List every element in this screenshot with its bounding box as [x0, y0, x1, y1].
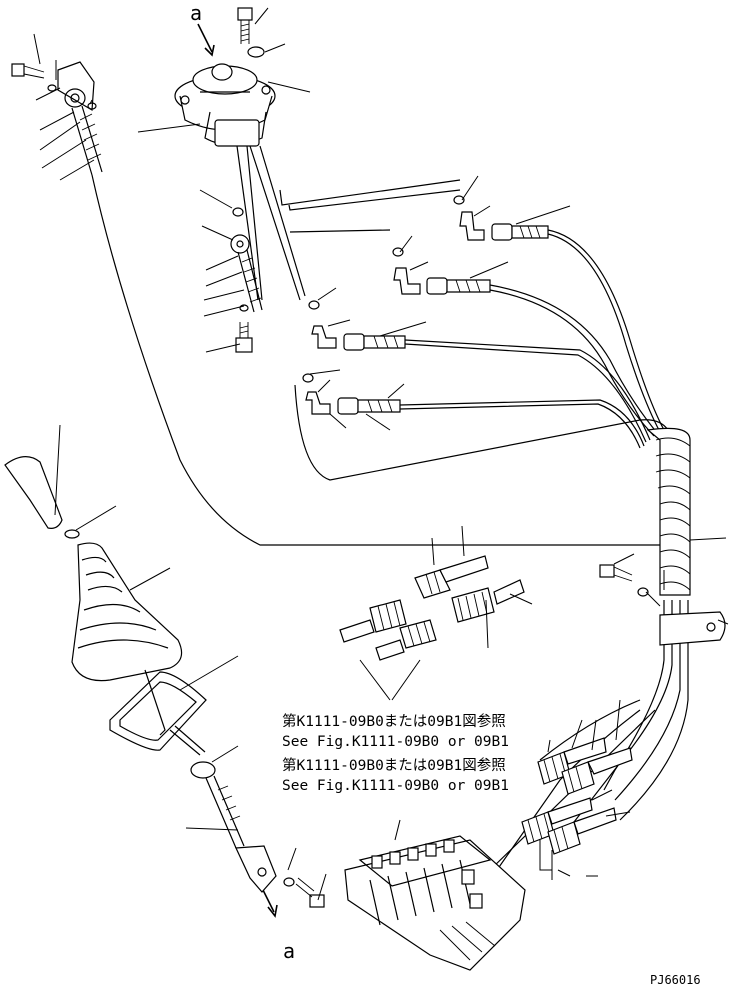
reference-note-2-en: See Fig.K1111-09B0 or 09B1: [282, 778, 509, 794]
reference-note-1-en: See Fig.K1111-09B0 or 09B1: [282, 734, 509, 750]
lever-boot: [71, 542, 183, 682]
reference-bracket: [539, 840, 553, 880]
center-rod-assembly: [230, 207, 263, 353]
marker-a-top: a: [190, 1, 202, 25]
reference-note-2-jp: 第K1111-09B0または09B1図参照: [282, 756, 506, 774]
reference-note-1: 第K1111-09B0または09B1図参照 See Fig.K1111-09B0…: [282, 712, 509, 750]
leader-lines: [33, 7, 729, 901]
reference-note-1-jp: 第K1111-09B0または09B1図参照: [282, 712, 506, 730]
hoses: [91, 174, 689, 881]
quick-couplers-lower: [521, 737, 633, 855]
marker-a-top-arrow: [197, 23, 215, 57]
valve-rods: [236, 145, 306, 301]
quick-couplers-middle: [339, 555, 525, 661]
hose-fittings-upper: [302, 195, 549, 415]
top-bolt: [237, 7, 265, 58]
drawing-code: PJ66016: [650, 973, 701, 987]
lever-knob: [4, 456, 80, 539]
hose-clamp: [599, 564, 726, 646]
reference-note-2: 第K1111-09B0または09B1図参照 See Fig.K1111-09B0…: [282, 756, 509, 794]
left-bolt-rod-end: [11, 61, 103, 176]
control-valve-block: [344, 835, 526, 971]
boot-plate: [109, 669, 207, 751]
lever-rod: [169, 725, 325, 908]
marker-a-bottom: a: [283, 939, 295, 963]
pilot-valve-assembly: [174, 63, 276, 147]
spiral-wrap: [646, 427, 691, 596]
